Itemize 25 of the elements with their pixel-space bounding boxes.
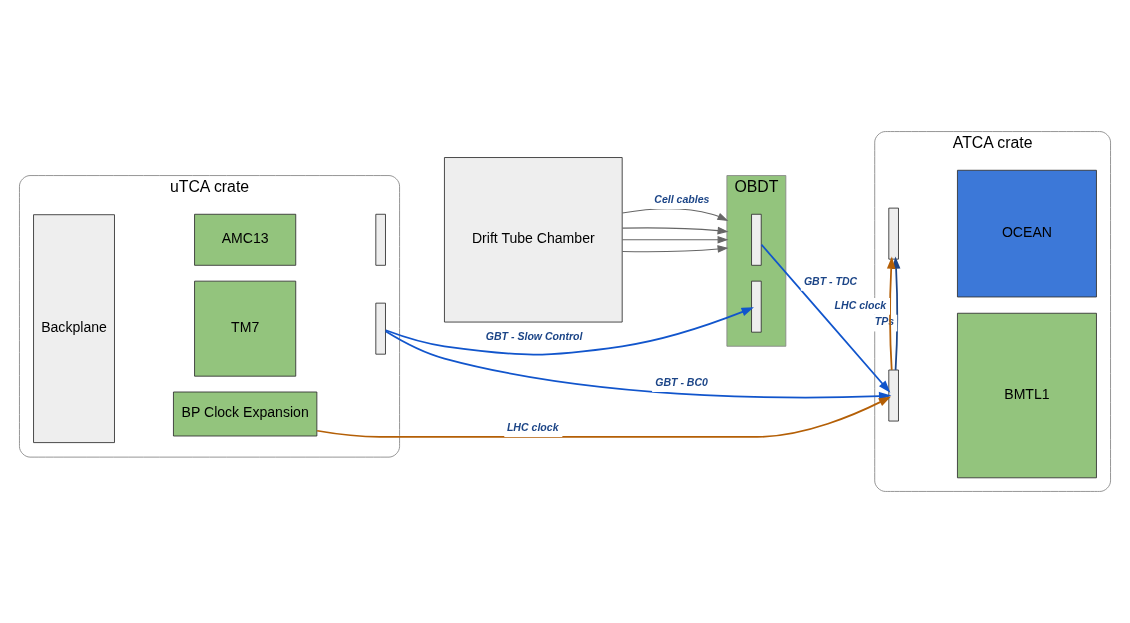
edge-label: Cell cables (654, 192, 710, 205)
arrow (621, 226, 729, 235)
node-bar (888, 369, 899, 422)
edge-label: GBT - BC0 (655, 375, 708, 388)
arrow (621, 245, 729, 253)
arrow (621, 208, 729, 221)
node-box: OCEAN (957, 169, 1097, 298)
node-box: BMTL1 (957, 312, 1097, 479)
edge-label: GBT - Slow Control (485, 330, 583, 343)
node-box: Drift Tube Chamber (444, 157, 623, 323)
arrow (621, 235, 729, 244)
node-box: BP Clock Expansion (173, 391, 318, 437)
node-box: Backplane (33, 214, 115, 444)
node-box: AMC13 (194, 213, 297, 266)
arrow (886, 256, 896, 371)
node-bar (751, 280, 762, 333)
node-box: TM7 (194, 280, 297, 377)
node-bar (751, 213, 762, 266)
edge-label: GBT - TDC (803, 274, 858, 287)
node-bar (375, 302, 386, 355)
arrow (384, 307, 754, 356)
node-bar (888, 207, 899, 260)
cluster: OBDT (726, 175, 787, 347)
node-bar (375, 213, 386, 266)
edge-label: LHC clock (506, 420, 559, 433)
